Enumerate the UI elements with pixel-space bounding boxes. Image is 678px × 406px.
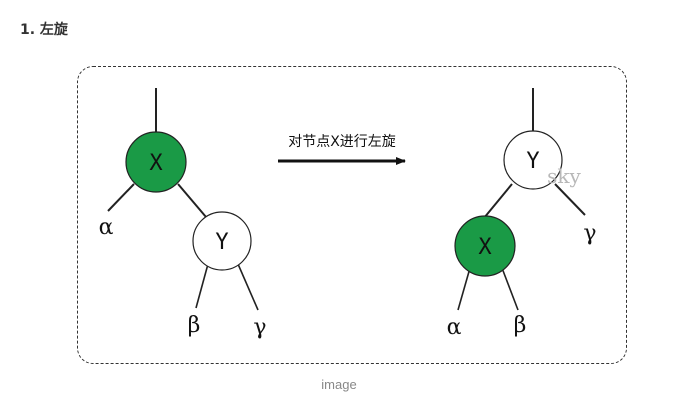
after-edge-x-alpha — [457, 267, 471, 311]
watermark: sky — [547, 164, 581, 188]
before-tree: X Y α β γ — [99, 88, 267, 340]
after-node-y — [503, 130, 563, 190]
before-subtree-alpha: α — [99, 215, 114, 240]
before-node-x — [125, 131, 187, 193]
before-node-x-label: X — [149, 151, 163, 176]
section-heading: 1. 左旋 — [20, 22, 68, 38]
after-edge-y-gamma — [554, 183, 586, 216]
after-subtree-gamma: γ — [583, 221, 596, 246]
before-node-y-label: Y — [215, 230, 228, 255]
operation: 对节点X进行左旋 — [278, 134, 406, 165]
before-edge-y-gamma — [237, 263, 259, 311]
before-subtree-gamma: γ — [253, 315, 266, 340]
after-edge-y-x — [483, 183, 513, 219]
after-tree: Y X α β γ — [447, 88, 597, 340]
after-node-x-label: X — [478, 235, 492, 260]
after-node-x — [454, 215, 516, 277]
after-subtree-beta: β — [514, 313, 527, 338]
before-edge-y-beta — [195, 263, 209, 309]
before-node-y — [192, 211, 252, 271]
before-subtree-beta: β — [188, 313, 201, 338]
before-edge-x-alpha — [107, 183, 135, 212]
image-caption: image — [321, 377, 357, 392]
after-edge-x-beta — [501, 267, 519, 311]
after-node-y-label: Y — [526, 149, 539, 174]
operation-label: 对节点X进行左旋 — [288, 134, 396, 150]
figure-frame — [77, 66, 627, 364]
before-edge-x-y — [177, 183, 207, 218]
after-subtree-alpha: α — [447, 315, 462, 340]
